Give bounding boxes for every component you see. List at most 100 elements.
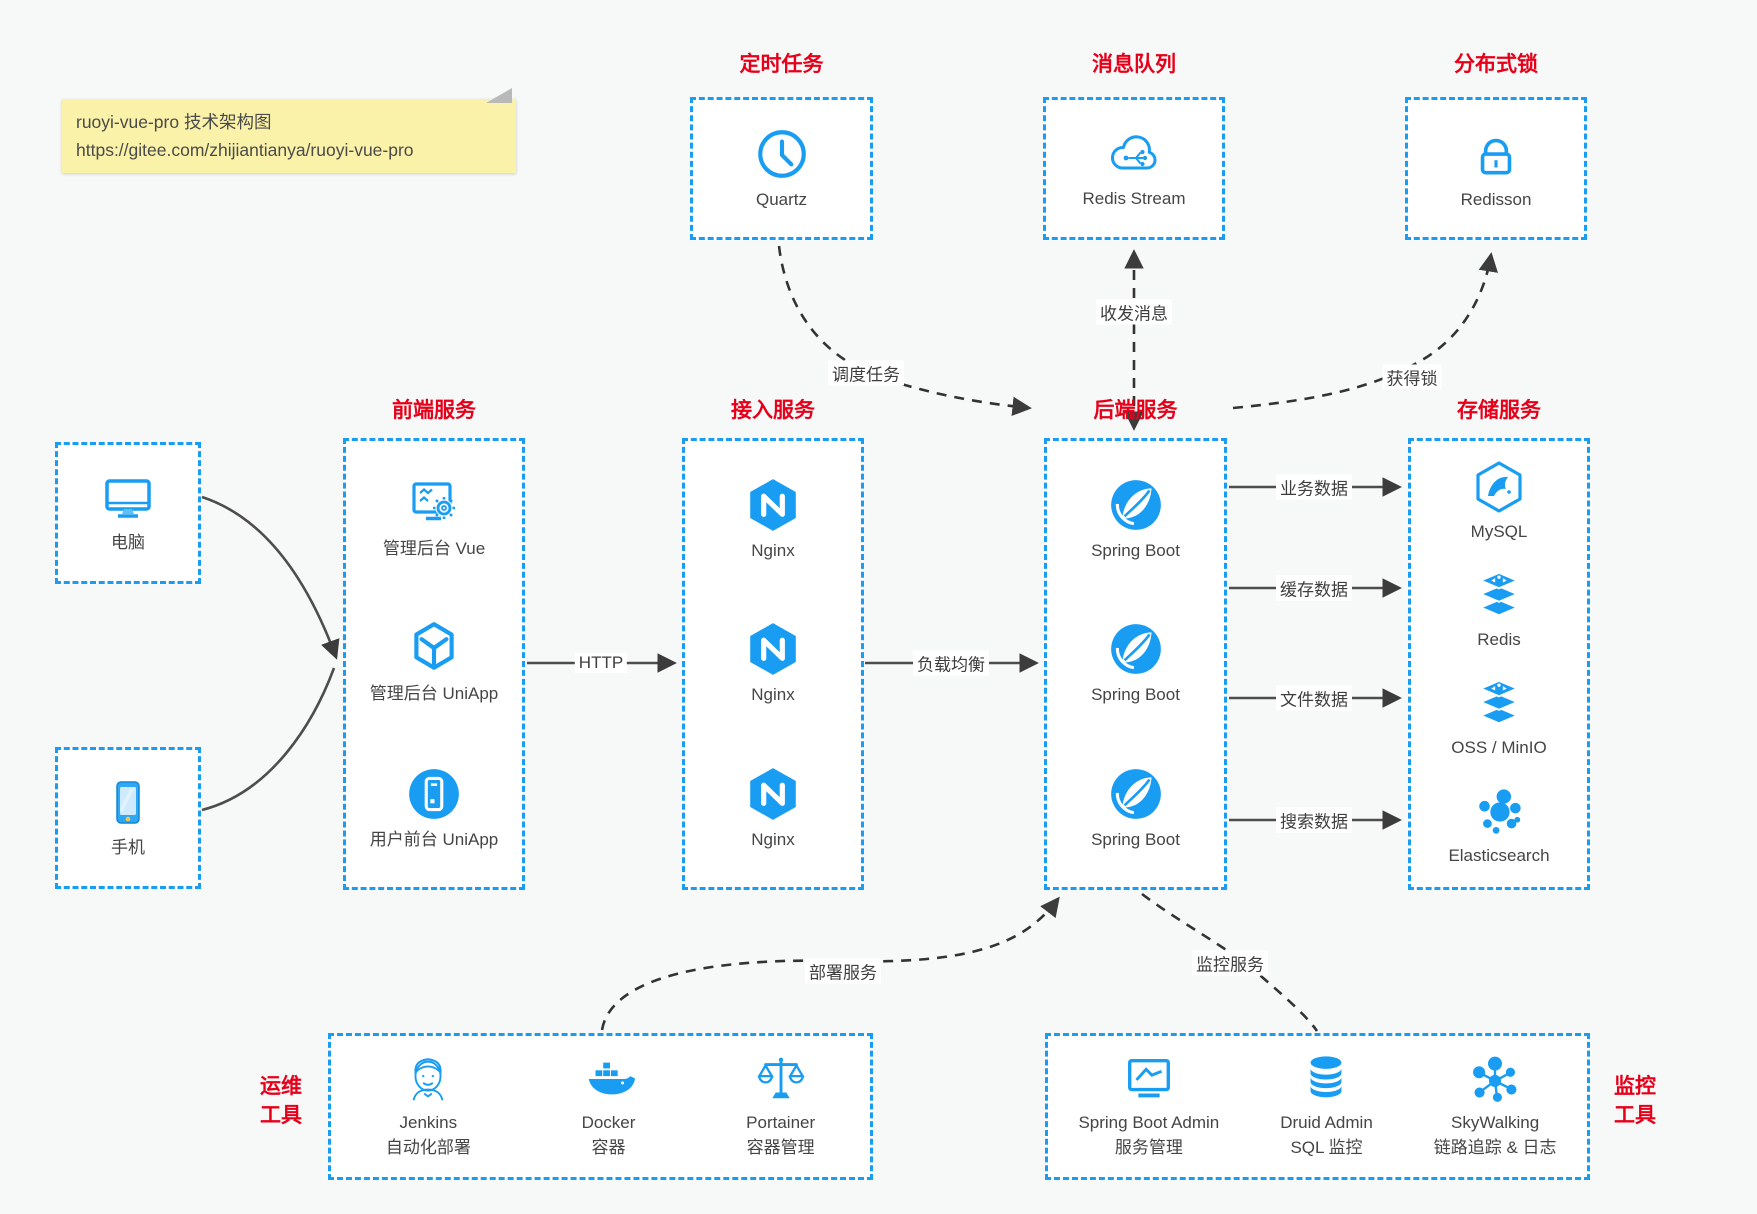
node-label-line1: SkyWalking: [1451, 1113, 1540, 1133]
node-quartz: Quartz: [753, 125, 811, 213]
node-label-line2: 链路追踪 & 日志: [1433, 1138, 1557, 1157]
group-title-lock: 分布式锁: [1454, 53, 1538, 76]
group-title-gateway: 接入服务: [731, 399, 815, 422]
edge-label-acquire-lock: 获得锁: [1382, 364, 1442, 390]
note-title: ruoyi-vue-pro 技术架构图: [76, 112, 272, 132]
node-label-line2: 自动化部署: [385, 1138, 471, 1157]
node-admin-vue: 管理后台 Vue: [383, 476, 485, 562]
node-druid: Druid Admin SQL 监控: [1280, 1052, 1373, 1160]
node-label: Nginx: [751, 540, 795, 560]
node-label: Spring Boot Admin 服务管理: [1078, 1111, 1219, 1160]
backend-box: Spring Boot Spring Boot Spring Boot: [1044, 438, 1227, 890]
node-label: Docker 容器: [582, 1111, 636, 1160]
cloud-stream-icon: [1110, 135, 1157, 170]
node-admin-uniapp: 管理后台 UniApp: [370, 619, 498, 707]
gateway-box: Nginx Nginx Nginx: [682, 438, 864, 890]
node-label: Spring Boot: [1091, 540, 1180, 560]
node-label: 用户前台 UniApp: [369, 829, 499, 849]
node-elasticsearch: Elasticsearch: [1448, 785, 1550, 869]
node-label-line1: Druid Admin: [1280, 1113, 1373, 1133]
druid-icon: [1311, 1056, 1342, 1098]
edge-label-send-receive-msg: 收发消息: [1096, 299, 1172, 325]
node-mysql: MySQL: [1470, 459, 1528, 545]
group-title-devops: 运维 工具: [248, 1072, 314, 1131]
edge-label-business-data: 业务数据: [1276, 474, 1352, 500]
scheduler-box: Quartz: [690, 97, 873, 240]
monitoring-box: Spring Boot Admin 服务管理 Druid Admin SQL 监…: [1045, 1033, 1590, 1180]
node-label: 手机: [111, 838, 145, 858]
admin-console-icon: [412, 482, 455, 521]
node-label-line2: 容器: [591, 1138, 626, 1157]
node-label: Redisson: [1460, 189, 1532, 209]
node-label-line1: Portainer: [746, 1113, 816, 1133]
uniapp-cube-icon: [414, 622, 454, 670]
lock-icon: [1480, 138, 1512, 175]
edge-label-file-data: 文件数据: [1276, 685, 1352, 711]
node-label: Redis Stream: [1082, 188, 1186, 208]
mobile-app-icon: [409, 768, 459, 819]
node-label: MySQL: [1470, 522, 1528, 542]
group-title-frontend: 前端服务: [392, 399, 476, 422]
group-title-monitor: 监控 工具: [1602, 1072, 1668, 1131]
nginx-icon: [750, 767, 796, 820]
jenkins-icon: [412, 1058, 444, 1101]
node-nginx-1: Nginx: [744, 476, 802, 564]
node-portainer: Portainer 容器管理: [746, 1052, 815, 1160]
spring-boot-icon: [1110, 479, 1161, 530]
node-label-line2: 容器管理: [746, 1138, 815, 1157]
node-label: Spring Boot: [1091, 829, 1180, 849]
node-label-line1: Spring Boot Admin: [1078, 1113, 1220, 1133]
docker-icon: [588, 1062, 635, 1095]
node-label: SkyWalking 链路追踪 & 日志: [1434, 1111, 1557, 1160]
node-oss-minio: OSS / MinIO: [1451, 677, 1547, 761]
clock-icon: [757, 129, 806, 178]
node-label: Nginx: [751, 829, 795, 849]
node-label: 电脑: [111, 533, 145, 553]
node-spring-boot-admin: Spring Boot Admin 服务管理: [1078, 1052, 1219, 1160]
redis-stack-icon: [1478, 571, 1520, 617]
group-title-line: 监控: [1614, 1075, 1656, 1098]
node-label: Nginx: [751, 685, 795, 705]
edge-pc-to-frontend: [201, 495, 340, 660]
node-label: Redis: [1477, 630, 1521, 650]
nginx-icon: [750, 478, 796, 531]
object-storage-icon: [1478, 679, 1520, 725]
spring-boot-icon: [1110, 624, 1161, 675]
node-label: Portainer 容器管理: [746, 1111, 815, 1160]
portainer-icon: [756, 1057, 805, 1099]
edge-label-schedule-task: 调度任务: [828, 360, 904, 386]
group-title-line: 工具: [260, 1104, 302, 1128]
lock-box: Redisson: [1405, 97, 1587, 240]
node-label-line2: 服务管理: [1114, 1138, 1183, 1157]
edge-schedule-task: [777, 245, 1032, 417]
pc-box: 电脑: [55, 442, 201, 584]
nginx-icon: [750, 623, 796, 676]
node-redis: Redis: [1471, 569, 1527, 653]
group-title-backend: 后端服务: [1093, 399, 1178, 422]
node-jenkins: Jenkins 自动化部署: [386, 1052, 471, 1160]
edge-label-search-data: 搜索数据: [1276, 807, 1352, 833]
node-springboot-1: Spring Boot: [1091, 476, 1180, 564]
group-title-storage: 存储服务: [1457, 399, 1541, 422]
group-title-line: 工具: [1614, 1104, 1656, 1128]
storage-box: MySQL Redis OSS / MinIO: [1408, 438, 1590, 890]
devops-box: Jenkins 自动化部署 Docker 容器: [328, 1033, 873, 1180]
node-label: OSS / MinIO: [1451, 738, 1547, 758]
mq-box: Redis Stream: [1043, 97, 1225, 240]
skywalking-icon: [1473, 1056, 1517, 1103]
sticky-note: ruoyi-vue-pro 技术架构图 https://gitee.com/zh…: [62, 88, 516, 173]
node-label: Jenkins 自动化部署: [386, 1111, 471, 1160]
node-redisson: Redisson: [1460, 125, 1532, 213]
node-mobile: 手机: [100, 775, 156, 861]
mysql-icon: [1476, 461, 1522, 513]
frontend-box: 管理后台 Vue 管理后台 UniApp 用户前台 UniApp: [343, 438, 525, 890]
group-title-line: 运维: [260, 1075, 302, 1098]
smartphone-icon: [116, 781, 140, 824]
node-redis-stream: Redis Stream: [1082, 126, 1186, 212]
edge-label-monitor-service: 监控服务: [1192, 950, 1268, 976]
group-title-scheduler: 定时任务: [739, 53, 824, 76]
node-pc: 电脑: [99, 470, 157, 556]
node-label-line1: Docker: [581, 1113, 636, 1133]
edge-label-cache-data: 缓存数据: [1276, 575, 1352, 601]
